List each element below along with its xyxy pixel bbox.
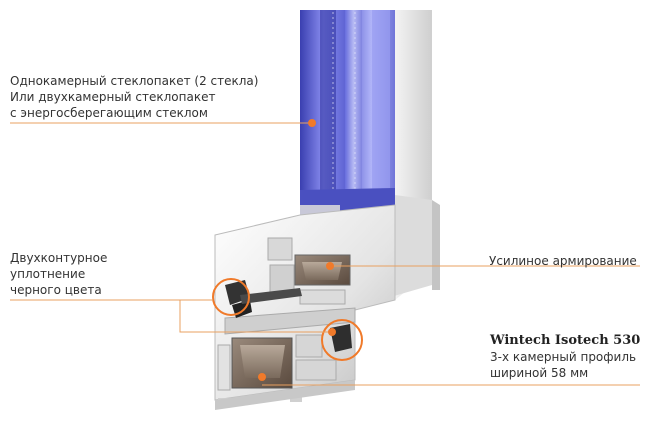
sash-reinforcement — [294, 254, 351, 286]
glass-label-line2: Или двухкамерный стеклопакет — [10, 90, 216, 104]
callout-line-seal-branch — [179, 300, 330, 333]
glass-label-line3: с энергосберегающим стеклом — [10, 106, 208, 120]
marker-reinforcement — [326, 262, 334, 270]
marker-glass — [308, 119, 316, 127]
glass-unit-label: Однокамерный стеклопакет (2 стекла) Или … — [10, 73, 258, 121]
seal-label-line2: уплотнение — [10, 267, 86, 281]
marker-profile — [258, 373, 266, 381]
seal-label-line1: Двухконтурное — [10, 251, 108, 265]
seal-label-line3: черного цвета — [10, 283, 102, 297]
seal-highlight-left — [212, 278, 250, 316]
reinforcement-label-line1: Усилиное армирование — [489, 254, 637, 268]
profile-label-line1: 3-х камерный профиль — [490, 350, 637, 364]
profile-label-line2: шириной 58 мм — [490, 366, 589, 380]
glass-label-line1: Однокамерный стеклопакет (2 стекла) — [10, 74, 259, 88]
seal-highlight-right — [321, 319, 363, 361]
glass-unit — [300, 10, 395, 239]
profile-label-title: Wintech Isotech 530 — [490, 333, 641, 348]
reinforcement-label: Усилиное армирование — [489, 253, 637, 269]
profile-label: Wintech Isotech 530 3-х камерный профиль… — [490, 333, 640, 381]
callout-lines — [10, 122, 640, 386]
marker-seal — [328, 328, 336, 336]
seal-label: Двухконтурное уплотнение черного цвета — [10, 250, 107, 298]
callout-markers — [258, 119, 336, 381]
profile-body — [214, 204, 396, 410]
